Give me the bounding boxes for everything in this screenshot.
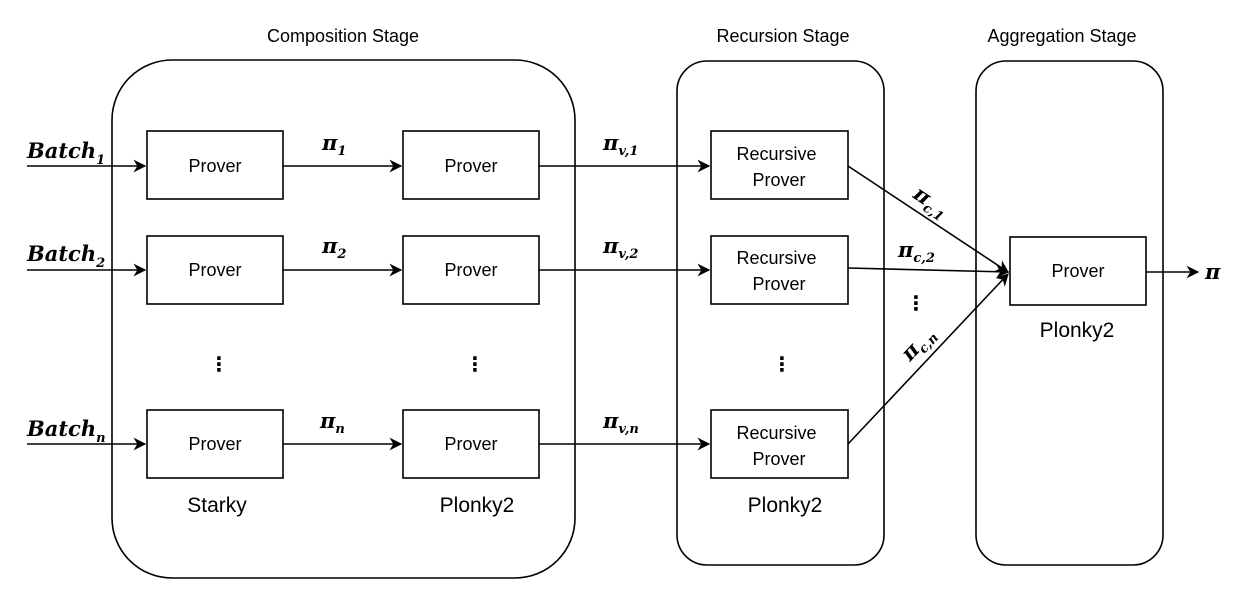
recursion-stage-box bbox=[676, 60, 885, 566]
pi-v1-label: πv,1 bbox=[602, 130, 638, 159]
pi-1-label: π1 bbox=[321, 130, 346, 159]
recursive-prover-1 bbox=[710, 130, 849, 200]
plonky2-composition-label: Plonky2 bbox=[440, 494, 515, 517]
row-2: Batch2 Prover π2 Prover πv,2 Recursive P… bbox=[26, 233, 849, 305]
row-n: Batchn Prover πn Prover πv,n Recursive P… bbox=[26, 408, 849, 479]
batch-1-label: Batch1 bbox=[26, 138, 105, 168]
row-1: Batch1 Prover π1 Prover πv,1 Recursive P… bbox=[26, 130, 849, 200]
starky-prover-2 bbox=[146, 235, 284, 305]
pi-cn-arrow bbox=[847, 273, 1009, 445]
recursion-stage-title: Recursion Stage bbox=[716, 26, 849, 46]
ellipsis-plonky2: ⋮ bbox=[465, 352, 485, 376]
plonky2-prover-1 bbox=[402, 130, 540, 200]
aggregation-prover-label: Prover bbox=[1051, 261, 1104, 281]
starky-prover-1-label: Prover bbox=[188, 156, 241, 176]
batch-2-label: Batch2 bbox=[26, 241, 105, 271]
aggregation-prover bbox=[1009, 236, 1147, 306]
plonky2-aggregation-label: Plonky2 bbox=[1040, 319, 1115, 342]
pi-c2-arrow bbox=[847, 265, 1010, 279]
starky-prover-n-label: Prover bbox=[188, 434, 241, 454]
composition-stage-box bbox=[111, 59, 576, 579]
starky-prover-1 bbox=[146, 130, 284, 200]
ellipsis-aggregation: ⋮ bbox=[906, 291, 926, 315]
recursive-prover-2-label: Recursive Prover bbox=[736, 248, 821, 294]
pi-vn-label: πv,n bbox=[602, 408, 639, 437]
plonky2-prover-1-label: Prover bbox=[444, 156, 497, 176]
recursive-prover-2 bbox=[710, 235, 849, 305]
pi-c1-label: πc,1 bbox=[906, 180, 954, 225]
batch-n-label: Batchn bbox=[26, 416, 106, 446]
ellipsis-recursive: ⋮ bbox=[772, 352, 792, 376]
ellipsis-starky: ⋮ bbox=[209, 352, 229, 376]
plonky2-prover-n bbox=[402, 409, 540, 479]
pi-c1-arrow bbox=[847, 165, 1010, 273]
aggregation-stage-title: Aggregation Stage bbox=[987, 26, 1136, 46]
output-pi-label: π bbox=[1204, 259, 1221, 284]
aggregation-stage-box bbox=[975, 60, 1164, 566]
pi-v2-label: πv,2 bbox=[602, 233, 638, 262]
pi-cn-label: πc,n bbox=[895, 321, 942, 369]
recursive-prover-n-label: Recursive Prover bbox=[736, 423, 821, 469]
plonky2-prover-2 bbox=[402, 235, 540, 305]
plonky2-prover-2-label: Prover bbox=[444, 260, 497, 280]
starky-label: Starky bbox=[187, 494, 247, 517]
pi-c2-label: πc,2 bbox=[897, 237, 935, 266]
recursive-prover-n bbox=[710, 409, 849, 479]
recursive-prover-1-label: Recursive Prover bbox=[736, 144, 821, 190]
composition-stage-title: Composition Stage bbox=[267, 26, 419, 46]
pi-n-label: πn bbox=[319, 408, 345, 437]
plonky2-prover-n-label: Prover bbox=[444, 434, 497, 454]
starky-prover-2-label: Prover bbox=[188, 260, 241, 280]
pi-2-label: π2 bbox=[321, 233, 346, 262]
plonky2-recursion-label: Plonky2 bbox=[748, 494, 823, 517]
